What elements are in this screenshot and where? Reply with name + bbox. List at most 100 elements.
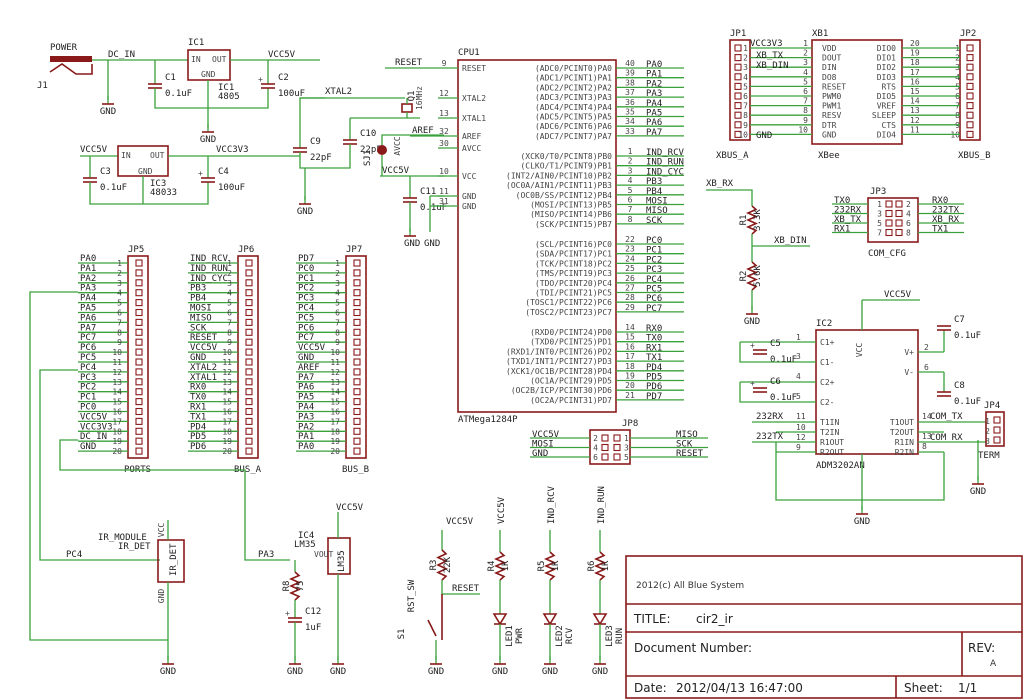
xbee-pin-num: 8	[803, 106, 808, 115]
ic2-232rx: 232RX	[756, 412, 784, 422]
xbee-pin-name: SLEEP	[872, 111, 896, 120]
cpu-pin-num: 7	[628, 205, 633, 214]
ic2-left-pin: C1+	[820, 338, 835, 347]
jp7-box	[345, 255, 367, 459]
xbee-pin-name: GND	[822, 130, 837, 139]
jp6-pin-num: 2	[227, 269, 232, 278]
cpu-pin-func: (OC2A/PCINT31)PD7	[530, 396, 612, 405]
jp5-pin-num: 18	[112, 427, 122, 436]
resistor	[746, 261, 758, 291]
jp6-signal: GND	[190, 353, 206, 363]
ic2-left-pin: T1IN	[820, 418, 839, 427]
jp1-pin-num: 6	[743, 92, 748, 101]
jp7-signal: GND	[298, 353, 314, 363]
cpu-signal: PC1	[646, 246, 662, 256]
jp5-pin	[135, 407, 143, 416]
jp6-pin-num: 7	[227, 318, 232, 327]
jp5-pin-num: 6	[117, 309, 122, 318]
cpu-pin-name: AVCC	[462, 144, 481, 153]
jp5-pin	[135, 368, 143, 376]
jp6-signal: TX0	[190, 393, 206, 403]
jp7-pin	[353, 289, 361, 297]
crystal-freq: 16MHz	[415, 86, 424, 110]
jp3-pin	[895, 219, 903, 227]
reset-label: RESET	[395, 58, 423, 68]
jp7-signal: PC6	[298, 323, 314, 333]
jp8-left-signal: GND	[532, 449, 548, 459]
ir-module-label: IR_MODULE	[98, 533, 147, 543]
cpu-pin-func: (TOSC1/PCINT22)PC6	[525, 298, 612, 307]
gnd-label: GND	[492, 667, 508, 677]
jp7-pin	[353, 318, 361, 326]
jp2-pin	[966, 111, 974, 119]
jp5-signal: PC0	[80, 403, 96, 413]
jp6-signal: PB3	[190, 284, 206, 294]
gnd-label: GND	[200, 135, 216, 145]
jp7-pin	[353, 299, 361, 307]
cpu-signal: PA0	[646, 60, 662, 70]
cpu-signal: PA1	[646, 70, 662, 80]
ic2-pin: 8	[922, 442, 927, 451]
vcc5v-label: VCC5V	[268, 50, 296, 60]
xbee-pin-num: 11	[910, 125, 920, 134]
ic2-right-pin: V+	[904, 348, 914, 357]
jp4-title: TERM	[978, 451, 1000, 461]
jp7-signal: PA6	[298, 383, 314, 393]
jp5-pin	[135, 398, 143, 406]
jp4-pin	[993, 436, 1001, 444]
jp5-pin-num: 8	[117, 328, 122, 337]
aref-label: AREF	[412, 126, 434, 136]
jp7-signal: PC7	[298, 333, 314, 343]
wire	[739, 342, 776, 363]
jp6-pin	[245, 388, 253, 396]
cpu-pin-num: 11	[439, 187, 449, 196]
rev-label: REV:	[968, 641, 995, 655]
jp3-pin-num: 4	[906, 210, 911, 219]
xbee-pin-num: 2	[803, 49, 808, 58]
cpu-vcc-label: VCC5V	[382, 166, 410, 176]
jp1-pin	[734, 44, 742, 52]
jp5-pin	[135, 328, 143, 336]
jp1-pin-num: 1	[743, 44, 748, 53]
resistor-name: R4	[487, 561, 497, 572]
gnd-label: GND	[297, 207, 313, 217]
cpu-pin-func: (TMS/PCINT19)PC3	[535, 269, 612, 278]
ic2-pin: 3	[796, 352, 801, 361]
jp6-pin-num: 9	[227, 338, 232, 347]
jp3-pin-num: 7	[877, 229, 882, 238]
xbee-pin-name: RTS	[882, 82, 897, 91]
cpu-pin-num: 38	[625, 78, 635, 87]
power-label: POWER	[50, 43, 78, 53]
jp5-pin	[135, 338, 143, 346]
jp7-signal: PA0	[298, 442, 314, 452]
led-symbol	[592, 613, 608, 626]
cpu-signal: PC2	[646, 255, 662, 265]
xbee-pin-name: DIO1	[877, 54, 896, 63]
jp3-left-signal: TX0	[834, 196, 850, 206]
cpu-pin-num: 29	[625, 303, 635, 312]
cpu-pin-func: (ADC5/PCINT5)PA5	[535, 113, 612, 122]
jp5-signal: PC6	[80, 343, 96, 353]
jp3-pin	[895, 209, 903, 218]
cpu-pin-num: 17	[625, 352, 635, 361]
cpu-signal: PD4	[646, 363, 662, 373]
cap-name: C5	[770, 339, 781, 349]
ic1-out: OUT	[212, 55, 227, 64]
jp6-signal: IND_RUN	[190, 264, 228, 274]
jp7-pin-num: 3	[335, 279, 340, 288]
resistor	[289, 571, 301, 601]
jp1-pin	[734, 130, 742, 138]
jp1-pin	[734, 73, 742, 81]
cpu-signal: PA5	[646, 109, 662, 119]
jp3-title: COM_CFG	[868, 249, 906, 259]
jp6-pin	[245, 269, 253, 277]
cpu-pin-num: 36	[625, 98, 635, 107]
jp5-signal: PC4	[80, 363, 96, 373]
cpu-signal: PA6	[646, 118, 662, 128]
cpu-signal: PB4	[646, 187, 662, 197]
xbee-pin-name: DIN	[822, 63, 837, 72]
cpu-pin-func: (ADC3/PCINT3)PA3	[535, 93, 612, 102]
jp3-pin-num: 5	[877, 219, 882, 228]
jp6-pin	[245, 299, 253, 307]
jp4-pin-num: 1	[985, 417, 990, 426]
